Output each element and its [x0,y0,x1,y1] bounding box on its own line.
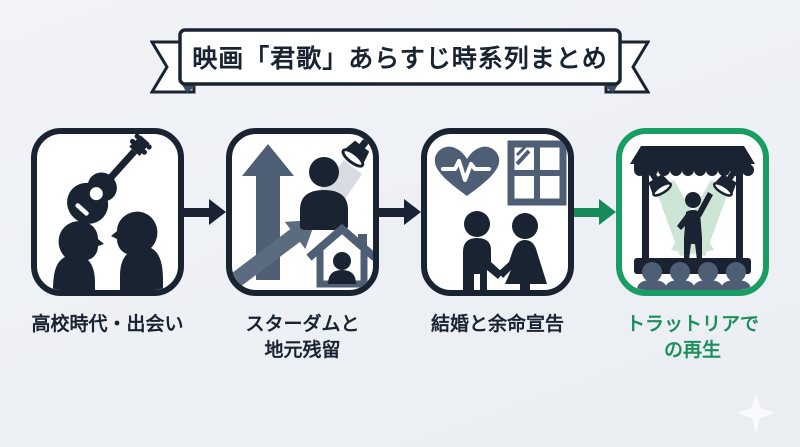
window-icon [507,140,567,206]
stardom-icons [232,139,373,288]
sparkle-icon [736,393,776,433]
step-box-3 [421,128,574,296]
step-high-school: 高校時代・出会い [31,128,184,338]
high-school-icons [53,134,163,290]
step-stardom: スターダムと 地元残留 [226,128,379,363]
step-label: トラットリアで の再生 [625,313,759,361]
stage-post-left [642,170,649,266]
step-trattoria: トラットリアで の再生 [616,128,769,363]
stage-performance-icon [677,192,713,260]
step-marriage: 結婚と余命宣告 [421,128,574,338]
title-banner: 映画「君歌」あらすじ時系列まとめ [150,26,650,100]
step-box-2 [226,128,379,296]
spotlight-lamp-icon [341,139,370,168]
awning-icon [630,146,755,176]
page-title: 映画「君歌」あらすじ時系列まとめ [192,44,608,73]
step-box-4 [616,128,769,296]
spotlight-person-icon [300,157,348,230]
stage-spotlights-icon [648,172,673,197]
flow-arrow-icon [379,199,421,225]
step-label: スターダムと 地元残留 [245,313,360,361]
girl-silhouette-icon [53,221,104,290]
stage-spotlight-right-icon [712,172,737,197]
couple-holding-hands-icon [463,211,547,290]
heartbeat-heart-icon [434,146,500,196]
trattoria-icons [630,146,755,290]
flow-arrow-green-icon [574,199,616,225]
rising-arrow-icon [242,144,294,280]
ribbon-main-panel [178,28,622,86]
step-label: 結婚と余命宣告 [430,313,564,335]
step-label: 高校時代・出会い [31,313,184,335]
stage-post-right [736,170,743,266]
audience-icon [637,262,751,290]
house-person-icon [306,223,373,288]
flow-arrow-icon [184,199,226,225]
step-box-1 [31,128,184,296]
stage-base [634,258,751,274]
timeline-flow: 高校時代・出会い [0,128,800,363]
diagonal-arrow-icon [232,219,316,287]
guitar-icon [67,134,152,224]
ribbon-banner-graphic [150,28,650,94]
marriage-icons [434,140,567,290]
boy-silhouette-icon [111,211,163,290]
